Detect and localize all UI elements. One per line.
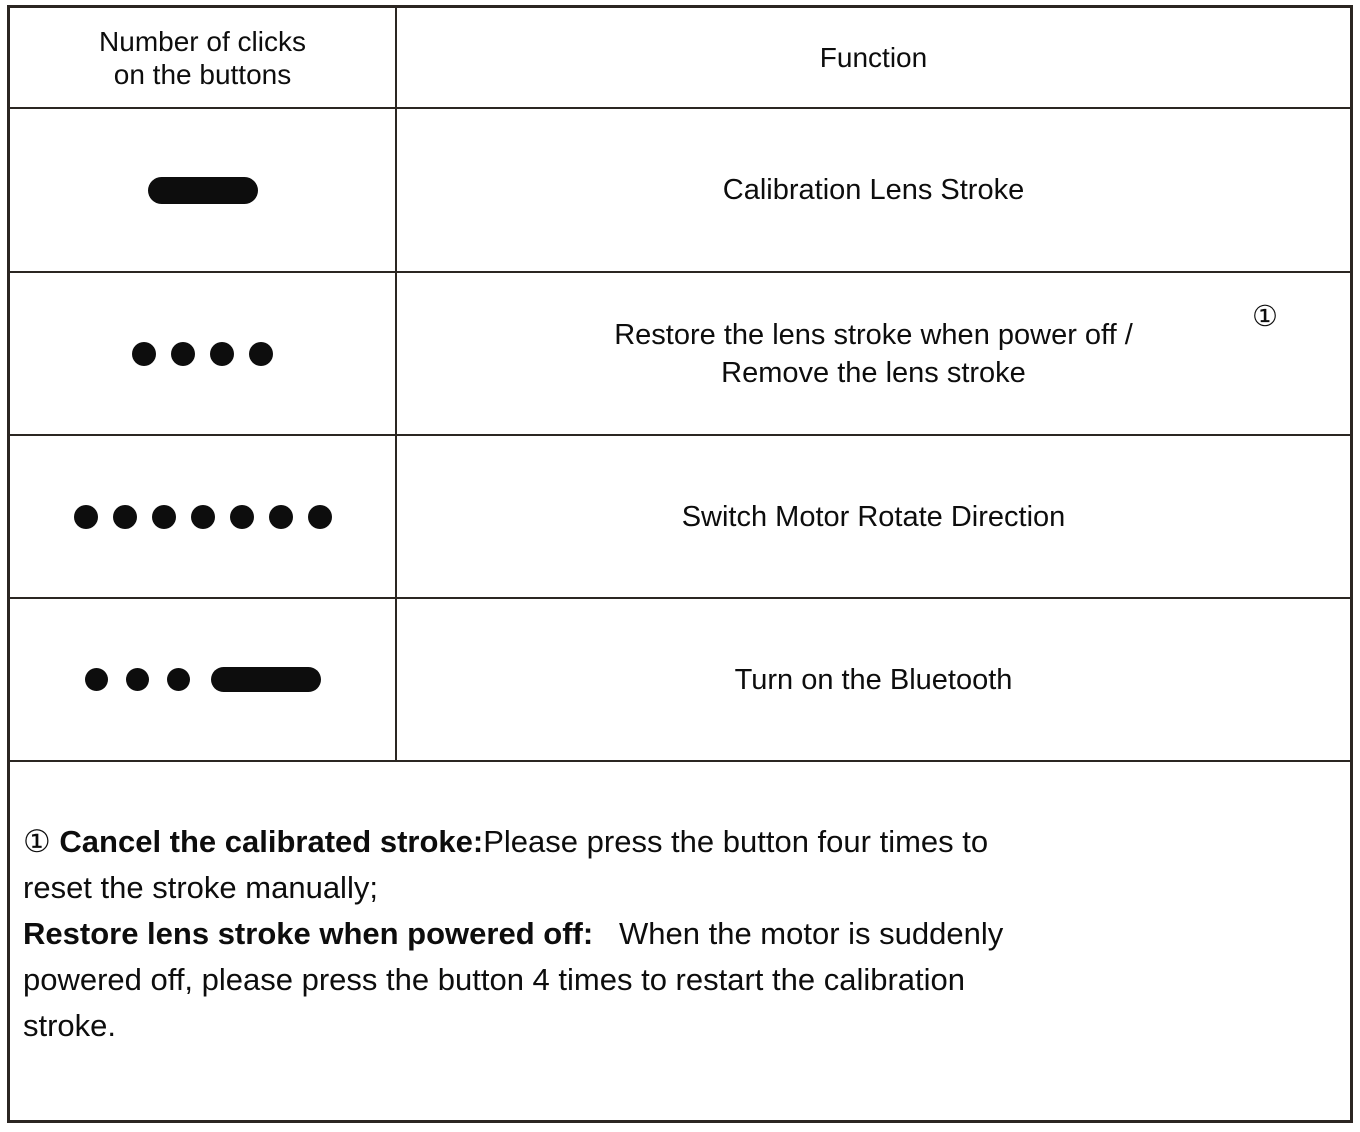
- table-row-4-clicks-cell: [10, 597, 395, 760]
- click-dot-icon: [210, 341, 234, 366]
- click-dot-icon: [229, 504, 254, 529]
- footnote-item-1-text: Please press the button four times to re…: [23, 824, 989, 905]
- table-row-2-function: Restore the lens stroke when power off /…: [614, 318, 1133, 389]
- long-press-pill-icon: [147, 176, 258, 204]
- footnote-item-2-text: When the motor is suddenly powered off, …: [23, 916, 1004, 1043]
- click-dot-icon: [125, 668, 149, 691]
- click-pattern-seven-clicks-icon: [73, 504, 332, 529]
- footnote: ① Cancel the calibrated stroke:Please pr…: [10, 760, 1350, 1120]
- column-header-clicks: Number of clicks on the buttons: [99, 25, 306, 90]
- click-dot-icon: [171, 341, 195, 366]
- click-dot-icon: [307, 504, 332, 529]
- clicks-function-table: Number of clicks on the buttons Function…: [7, 5, 1353, 1123]
- table-row-1-function: Calibration Lens Stroke: [395, 107, 1350, 271]
- table-row-3-clicks-cell: [10, 434, 395, 597]
- click-pattern-long-press-icon: [147, 176, 258, 204]
- footnote-item-2-title: Restore lens stroke when powered off:: [23, 916, 594, 951]
- table-row-1-clicks-cell: [10, 107, 395, 271]
- table-row-4-function: Turn on the Bluetooth: [395, 597, 1350, 760]
- click-dot-icon: [84, 668, 108, 691]
- column-header-function: Function: [395, 8, 1350, 107]
- table-row-2-function-cell: Restore the lens stroke when power off /…: [395, 271, 1350, 434]
- table-row-2-clicks-cell: [10, 271, 395, 434]
- click-dot-icon: [190, 504, 215, 529]
- footnote-item-1-title: Cancel the calibrated stroke:: [59, 824, 484, 859]
- click-dot-icon: [112, 504, 137, 529]
- click-dot-icon: [132, 341, 156, 366]
- click-dot-icon: [151, 504, 176, 529]
- table-row-3-function: Switch Motor Rotate Direction: [395, 434, 1350, 597]
- click-pattern-four-clicks-icon: [132, 341, 273, 366]
- footnote-reference-1: ①: [1252, 301, 1278, 333]
- footnote-marker-1: ①: [23, 824, 60, 859]
- click-pattern-three-clicks-long-press-icon: [84, 667, 321, 692]
- click-dot-icon: [249, 341, 273, 366]
- click-dot-icon: [268, 504, 293, 529]
- click-dot-icon: [73, 504, 98, 529]
- long-press-pill-icon: [210, 667, 321, 692]
- click-dot-icon: [166, 668, 190, 691]
